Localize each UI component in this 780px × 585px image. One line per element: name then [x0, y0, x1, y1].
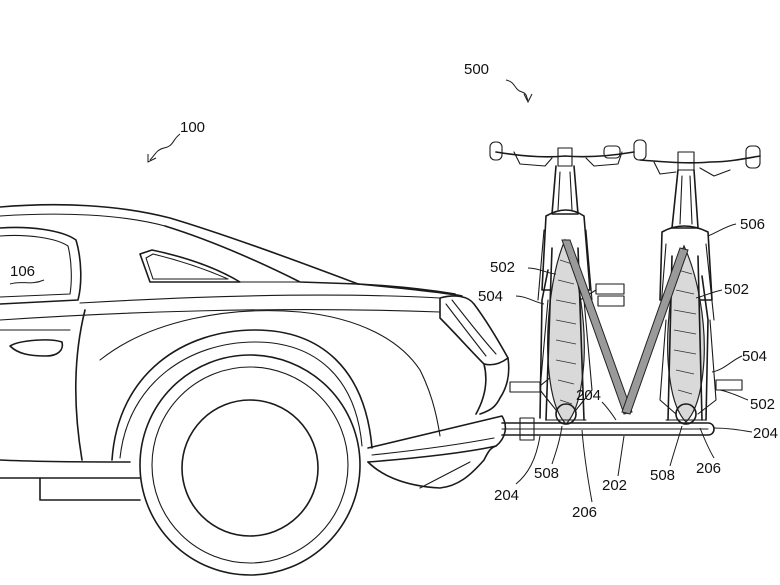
label-508-left: 508: [534, 465, 559, 482]
label-206-bottom: 206: [572, 504, 597, 521]
label-204-middle: 204: [576, 387, 601, 404]
reference-numerals: 500 100 106 502 504 506 502 504 502 204 …: [10, 61, 778, 521]
label-204-bottom: 204: [494, 487, 519, 504]
label-502-right: 502: [724, 281, 749, 298]
label-504-right: 504: [742, 348, 767, 365]
label-504-left: 504: [478, 288, 503, 305]
label-500: 500: [464, 61, 489, 78]
vehicle-rear: [0, 203, 510, 576]
leader-lines: [9, 79, 753, 503]
label-502-right-lower: 502: [750, 396, 775, 413]
label-508-right: 508: [650, 467, 675, 484]
hitch-bar: [501, 417, 715, 441]
label-202: 202: [602, 477, 627, 494]
label-100: 100: [180, 119, 205, 136]
bicycle-right: [597, 139, 761, 425]
label-106: 106: [10, 263, 35, 280]
label-502-left: 502: [490, 259, 515, 276]
label-204-right: 204: [753, 425, 778, 442]
bicycle-left: [489, 141, 635, 425]
label-506: 506: [740, 216, 765, 233]
label-206-right: 206: [696, 460, 721, 477]
